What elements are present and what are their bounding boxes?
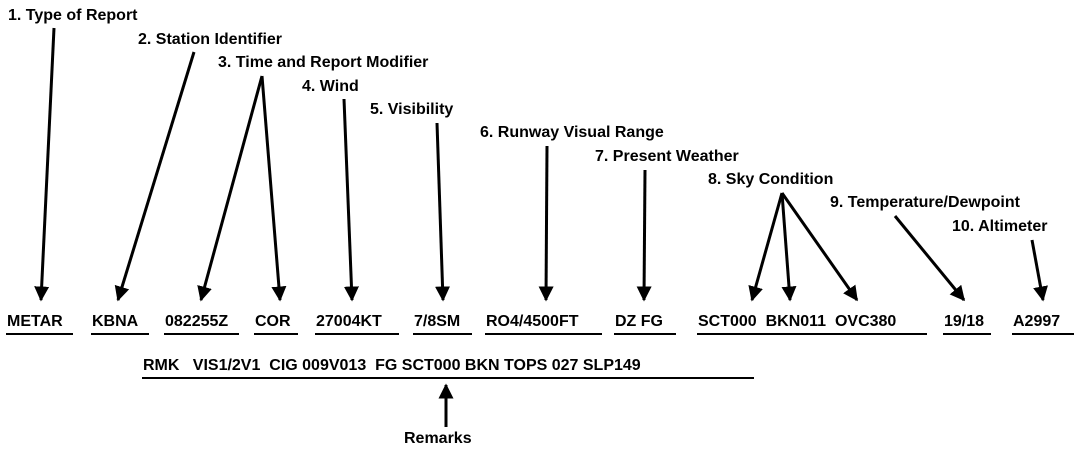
label-type-of-report: 1. Type of Report	[8, 7, 138, 24]
underline-altimeter	[1012, 333, 1074, 335]
label-present-weather: 7. Present Weather	[595, 148, 739, 165]
arrow-type-of-report	[34, 27, 56, 302]
code-wind: 27004KT	[316, 313, 382, 330]
label-time-report-modifier: 3. Time and Report Modifier	[218, 54, 429, 71]
underline-station	[91, 333, 149, 335]
underline-weather	[614, 333, 676, 335]
underline-sky	[697, 333, 927, 335]
underline-remarks	[142, 377, 754, 379]
underline-time	[164, 333, 239, 335]
code-time: 082255Z	[165, 313, 229, 330]
arrow-sky-to-bkn	[780, 192, 797, 302]
label-runway-visual-range: 6. Runway Visual Range	[480, 124, 664, 141]
label-wind: 4. Wind	[302, 78, 359, 95]
underline-wind	[315, 333, 399, 335]
arrow-station-identifier	[114, 51, 196, 302]
label-sky-condition: 8. Sky Condition	[708, 171, 834, 188]
label-station-identifier: 2. Station Identifier	[138, 31, 283, 48]
remarks-text: RMK VIS1/2V1 CIG 009V013 FG SCT000 BKN T…	[143, 357, 641, 374]
code-altimeter: A2997	[1013, 313, 1061, 330]
underline-temp	[943, 333, 991, 335]
code-sky: SCT000 BKN011 OVC380	[698, 313, 897, 330]
underline-type	[6, 333, 73, 335]
underline-rvr	[485, 333, 602, 335]
arrow-visibility	[435, 122, 451, 302]
arrow-temperature-dewpoint	[893, 215, 966, 302]
code-rvr: RO4/4500FT	[486, 313, 579, 330]
label-visibility: 5. Visibility	[370, 101, 454, 118]
code-weather: DZ FG	[615, 313, 663, 330]
code-temp: 19/18	[944, 313, 985, 330]
underline-modifier	[254, 333, 298, 335]
arrow-wind	[342, 98, 359, 302]
arrow-runway-visual-range	[538, 145, 554, 302]
arrow-sky-to-sct	[748, 192, 784, 302]
arrow-present-weather	[636, 169, 652, 302]
code-station: KBNA	[92, 313, 139, 330]
label-remarks: Remarks	[404, 430, 472, 447]
arrow-time-to-modifier	[260, 75, 287, 302]
underline-visibility	[413, 333, 472, 335]
arrow-altimeter	[1030, 239, 1048, 302]
arrow-sky-to-ovc	[780, 192, 859, 302]
code-type: METAR	[7, 313, 63, 330]
label-temperature-dewpoint: 9. Temperature/Dewpoint	[830, 194, 1020, 211]
arrow-time-to-time	[197, 75, 264, 302]
code-visibility: 7/8SM	[414, 313, 461, 330]
code-modifier: COR	[255, 313, 291, 330]
label-altimeter: 10. Altimeter	[952, 218, 1048, 235]
